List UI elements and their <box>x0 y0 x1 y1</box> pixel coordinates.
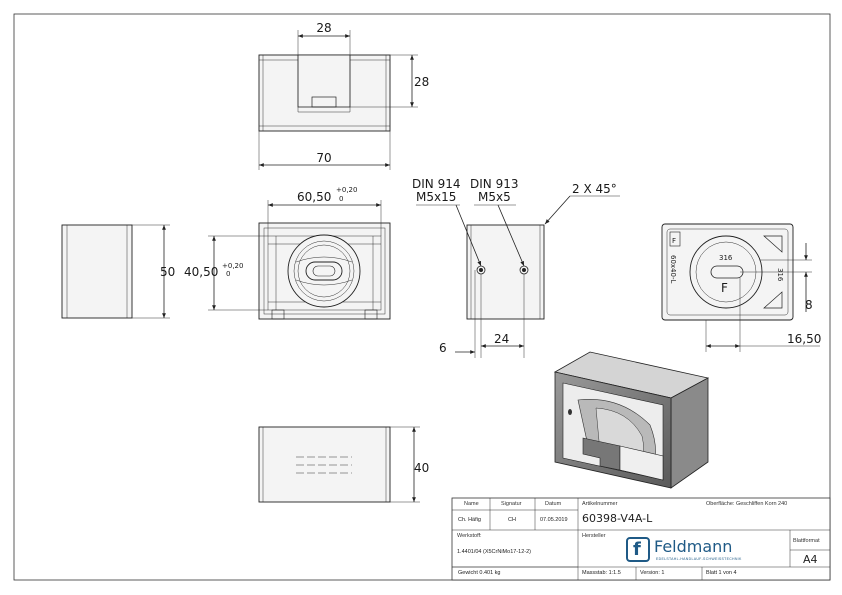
dim-top-28-height: 28 <box>414 75 429 89</box>
engraving-logo-left: F <box>672 237 676 245</box>
engraving-material-top: 316 <box>719 254 733 262</box>
front-view: 60,50 +0,20 0 40,50 +0,20 0 <box>184 186 391 320</box>
bottom-view: 40 <box>258 426 429 503</box>
isometric-view <box>553 351 710 489</box>
engraving-size-mark: 60x40-L <box>669 255 677 283</box>
callout-chamfer: 2 X 45° <box>572 182 617 196</box>
callout-din914-title: DIN 914 <box>412 177 460 191</box>
dim-side-6: 6 <box>439 341 447 355</box>
engraving-material-side: 316 <box>776 268 784 282</box>
engraving-logo-center: F <box>721 281 728 295</box>
dim-top-28-width: 28 <box>316 21 331 35</box>
left-view: 50 <box>61 224 175 319</box>
side-view: DIN 914 M5x15 DIN 913 M5x5 2 X 45° 6 24 <box>412 177 620 358</box>
dim-front-40-50-tol-lower: 0 <box>226 270 230 278</box>
dim-right-16-50: 16,50 <box>787 332 821 346</box>
callout-din913-size: M5x5 <box>478 190 511 204</box>
dim-right-8: 8 <box>805 298 813 312</box>
dim-front-60-50-tol-lower: 0 <box>339 195 343 203</box>
dim-top-70: 70 <box>316 151 331 165</box>
top-view: 28 28 70 <box>258 21 429 170</box>
dim-front-40-50: 40,50 <box>184 265 218 279</box>
dim-front-60-50-tol-upper: +0,20 <box>336 186 357 194</box>
callout-din914-size: M5x15 <box>416 190 456 204</box>
dim-front-60-50: 60,50 <box>297 190 331 204</box>
sheet-border <box>13 13 831 581</box>
engraved-view: F 316 F 316 60x40-L 8 16,50 <box>661 223 821 352</box>
dim-front-40-50-tol-upper: +0,20 <box>222 262 243 270</box>
title-block <box>451 497 831 581</box>
callout-din913-title: DIN 913 <box>470 177 518 191</box>
dim-left-50: 50 <box>160 265 175 279</box>
dim-bottom-40: 40 <box>414 461 429 475</box>
dim-side-24: 24 <box>494 332 509 346</box>
